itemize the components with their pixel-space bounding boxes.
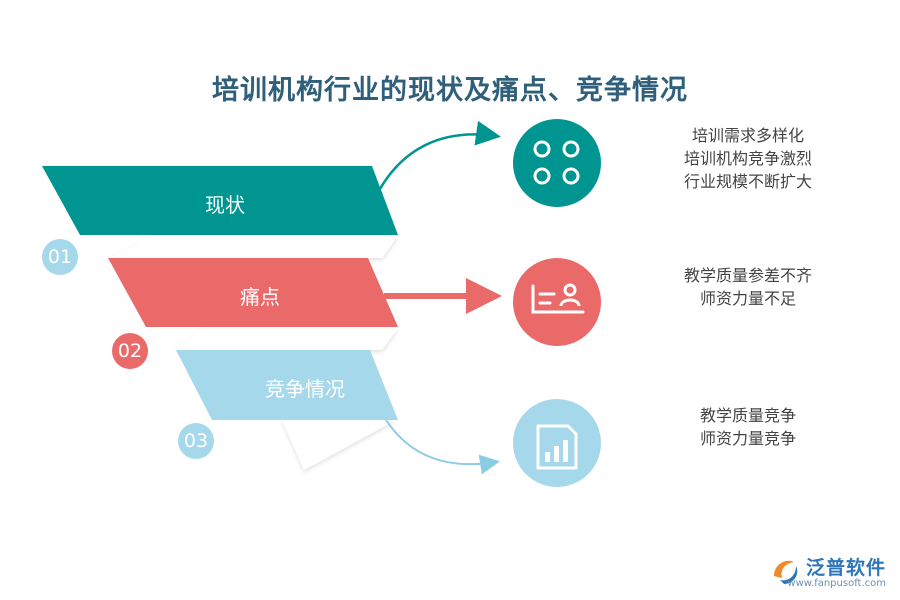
arrow-1 <box>374 120 501 197</box>
description-2-line-2: 师资力量不足 <box>699 289 796 308</box>
description-1-line-3: 行业规模不断扩大 <box>683 172 812 191</box>
brand-name: 泛普软件 <box>805 557 886 579</box>
banner-label-2: 痛点 <box>240 285 280 309</box>
fold-flap-1 <box>110 236 398 258</box>
step-number-1: 01 <box>47 246 73 268</box>
step-number-3: 03 <box>183 430 209 452</box>
brand-url: www.fanpusoft.com <box>787 578 886 589</box>
arrow-3 <box>385 419 500 475</box>
description-3-line-1: 教学质量竞争 <box>699 406 796 425</box>
document-chart-icon <box>513 399 601 487</box>
description-3: 教学质量竞争 师资力量竞争 <box>638 404 858 450</box>
page-title: 培训机构行业的现状及痛点、竞争情况 <box>212 75 688 106</box>
description-2-line-1: 教学质量参差不齐 <box>683 266 812 285</box>
fold-flap-2 <box>176 328 398 350</box>
description-3-line-2: 师资力量竞争 <box>699 429 796 448</box>
id-card-icon <box>513 258 601 346</box>
banner-label-1: 现状 <box>205 193 245 217</box>
description-1-line-2: 培训机构竞争激烈 <box>683 149 812 168</box>
banner-1 <box>42 166 398 235</box>
description-2: 教学质量参差不齐 师资力量不足 <box>638 264 858 310</box>
description-1-line-1: 培训需求多样化 <box>691 126 804 145</box>
banner-3 <box>176 350 398 420</box>
description-1: 培训需求多样化 培训机构竞争激烈 行业规模不断扩大 <box>638 124 858 193</box>
brand-logo[interactable]: 泛普软件 www.fanpusoft.com <box>787 553 886 589</box>
banner-2 <box>108 258 398 327</box>
banner-label-3: 竞争情况 <box>265 377 345 401</box>
fold-flap-3 <box>282 420 396 470</box>
number-circle-3 <box>178 423 214 459</box>
grid-circles-icon <box>513 119 601 207</box>
logo-mark-icon <box>774 560 798 584</box>
number-circle-2 <box>112 333 148 369</box>
number-circle-1 <box>42 239 78 275</box>
step-number-2: 02 <box>117 340 143 362</box>
